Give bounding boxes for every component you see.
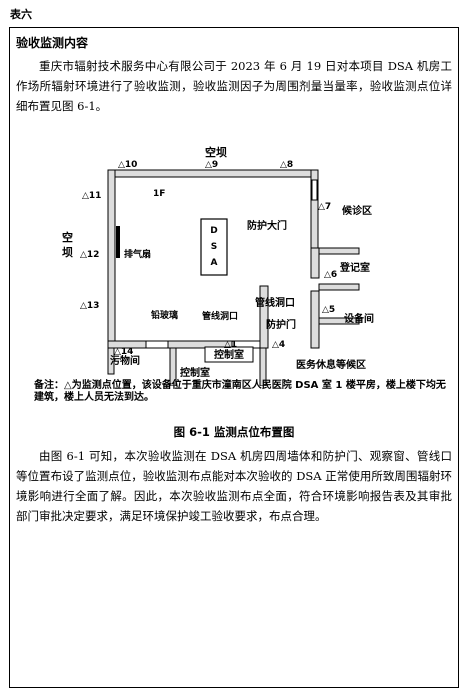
monitor-point-4: △4: [272, 340, 285, 350]
label-staff-rest-area: 医务休息等候区: [296, 358, 366, 371]
conclusion-paragraph: 由图 6-1 可知，本次验收监测在 DSA 机房四周墙体和防护门、观察窗、管线口…: [16, 449, 452, 523]
monitor-point-13: △13: [80, 301, 99, 311]
label-main-protect-door: 防护大门: [247, 219, 287, 232]
label-top-open-area: 空坝: [205, 145, 227, 159]
monitor-point-11: △11: [82, 191, 101, 201]
label-control-room-box: 控制室: [214, 348, 244, 361]
monitor-point-5: △5: [322, 305, 335, 315]
dsa-equipment-box: [200, 218, 228, 276]
monitor-point-14: △14: [114, 347, 133, 357]
monitor-point-10: △10: [118, 160, 137, 170]
monitor-point-12: △12: [80, 250, 99, 260]
label-left-open-area-1: 空: [62, 230, 73, 244]
exhaust-fan-mark: [116, 226, 120, 258]
monitor-point-1: △1: [224, 340, 237, 350]
control-room-box: [204, 346, 254, 363]
label-registration-room: 登记室: [339, 261, 370, 274]
label-left-open-area-2: 坝: [62, 245, 73, 259]
figure-caption: 图 6-1 监测点位布置图: [173, 425, 295, 439]
label-equipment-room: 设备间: [344, 312, 374, 325]
label-lead-glass: 铅玻璃: [151, 309, 178, 321]
intro-paragraph: 重庆市辐射技术服务中心有限公司于 2023 年 6 月 19 日对本项目 DSA…: [16, 59, 452, 113]
label-protect-door: 防护门: [266, 318, 296, 331]
table-label: 表六: [10, 8, 32, 21]
room-walls: [107, 169, 360, 386]
monitor-point-7: △7: [318, 202, 331, 212]
label-waiting-area: 候诊区: [342, 204, 372, 217]
monitoring-layout-figure: D S A 空坝 空 坝 1F 排气扇 防护大门 候诊区 登记室 管线洞口 设备…: [62, 145, 374, 386]
label-control-room: 控制室: [180, 366, 210, 379]
label-pipe-port-bottom: 管线洞口: [202, 310, 238, 322]
dsa-letter-d: D: [210, 226, 217, 236]
label-dirt-room: 污物间: [110, 354, 140, 367]
window-opening: [145, 340, 169, 349]
monitor-point-6: △6: [324, 270, 337, 280]
dsa-letter-s: S: [211, 242, 217, 252]
content-frame: 验收监测内容 重庆市辐射技术服务中心有限公司于 2023 年 6 月 19 日对…: [9, 27, 459, 688]
monitor-point-9: △9: [205, 160, 218, 170]
dsa-letter-a: A: [211, 258, 218, 268]
monitor-point-8: △8: [280, 160, 293, 170]
label-floor: 1F: [153, 189, 165, 199]
section-title: 验收监测内容: [16, 36, 89, 50]
label-exhaust-fan: 排气扇: [124, 248, 151, 260]
figure-note: 备注：△为监测点位置，该设备位于重庆市潼南区人民医院 DSA 室 1 楼平房，楼…: [34, 380, 446, 403]
label-pipe-port-right: 管线洞口: [255, 296, 295, 309]
